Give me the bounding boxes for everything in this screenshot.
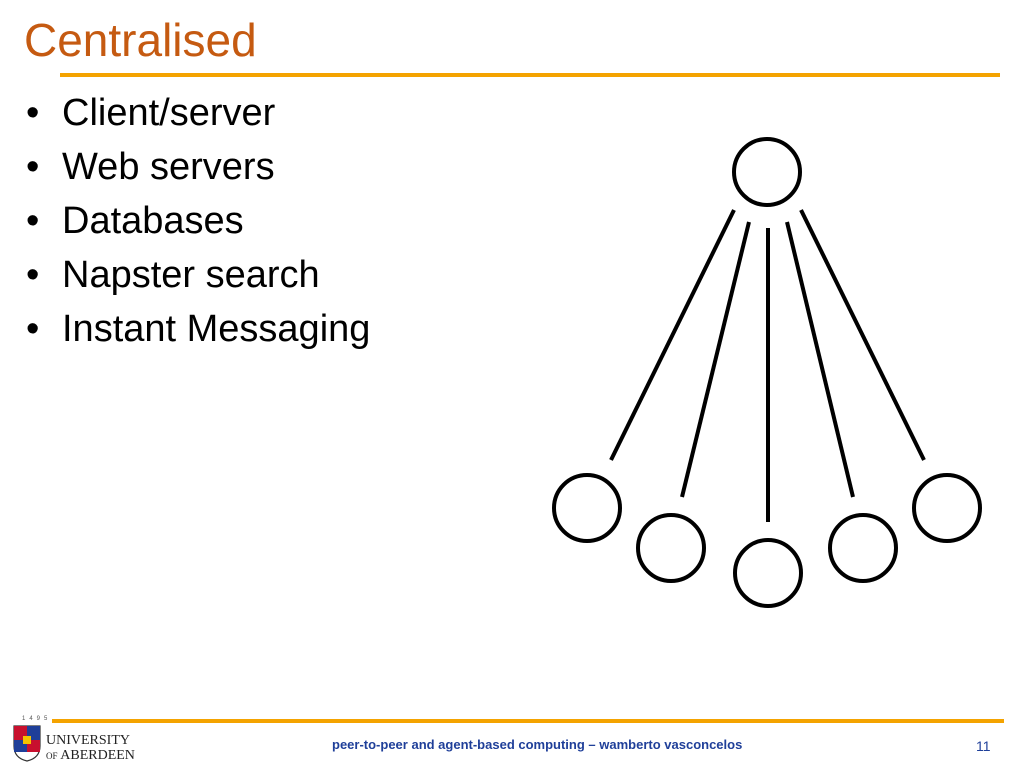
bullet-list: • Client/server • Web servers • Databases •… [26,86,370,356]
client-node [552,473,622,543]
client-node [733,538,803,608]
bullet-text: Client/server [62,92,276,134]
crest-icon [13,725,41,762]
edge-line [785,221,855,498]
logo-text-of: OF [46,751,58,761]
bullet-icon: • [26,254,40,296]
bullet-text: Napster search [62,254,320,296]
bullet-icon: • [26,308,40,350]
bullet-icon: • [26,200,40,242]
edge-line [609,209,736,461]
bullet-item: • Client/server [26,86,370,140]
edge-line [680,221,751,498]
logo-text-aberdeen: OF ABERDEEN [46,749,135,763]
edge-line [799,209,926,461]
page-number: 11 [976,738,991,754]
bullet-icon: • [26,146,40,188]
bullet-icon: • [26,92,40,134]
logo-text-aberdeen-main: ABERDEEN [60,748,135,763]
university-logo: 1495 UNIVERSITY OF ABERDEEN [10,716,140,766]
bullet-item: • Instant Messaging [26,302,370,356]
title-divider [60,73,1000,77]
logo-text-university: UNIVERSITY [46,733,130,748]
bullet-text: Instant Messaging [62,308,371,350]
slide-title: Centralised [24,14,257,66]
client-node [828,513,898,583]
bullet-item: • Databases [26,194,370,248]
bullet-item: • Napster search [26,248,370,302]
footer-caption: peer-to-peer and agent-based computing –… [332,737,743,752]
bullet-item: • Web servers [26,140,370,194]
bullet-text: Web servers [62,146,275,188]
logo-year: 1495 [22,716,52,722]
client-node [636,513,706,583]
centralised-network-diagram [552,137,982,608]
footer-divider [52,719,1004,723]
bullet-text: Databases [62,200,244,242]
server-node [732,137,802,207]
client-node [912,473,982,543]
